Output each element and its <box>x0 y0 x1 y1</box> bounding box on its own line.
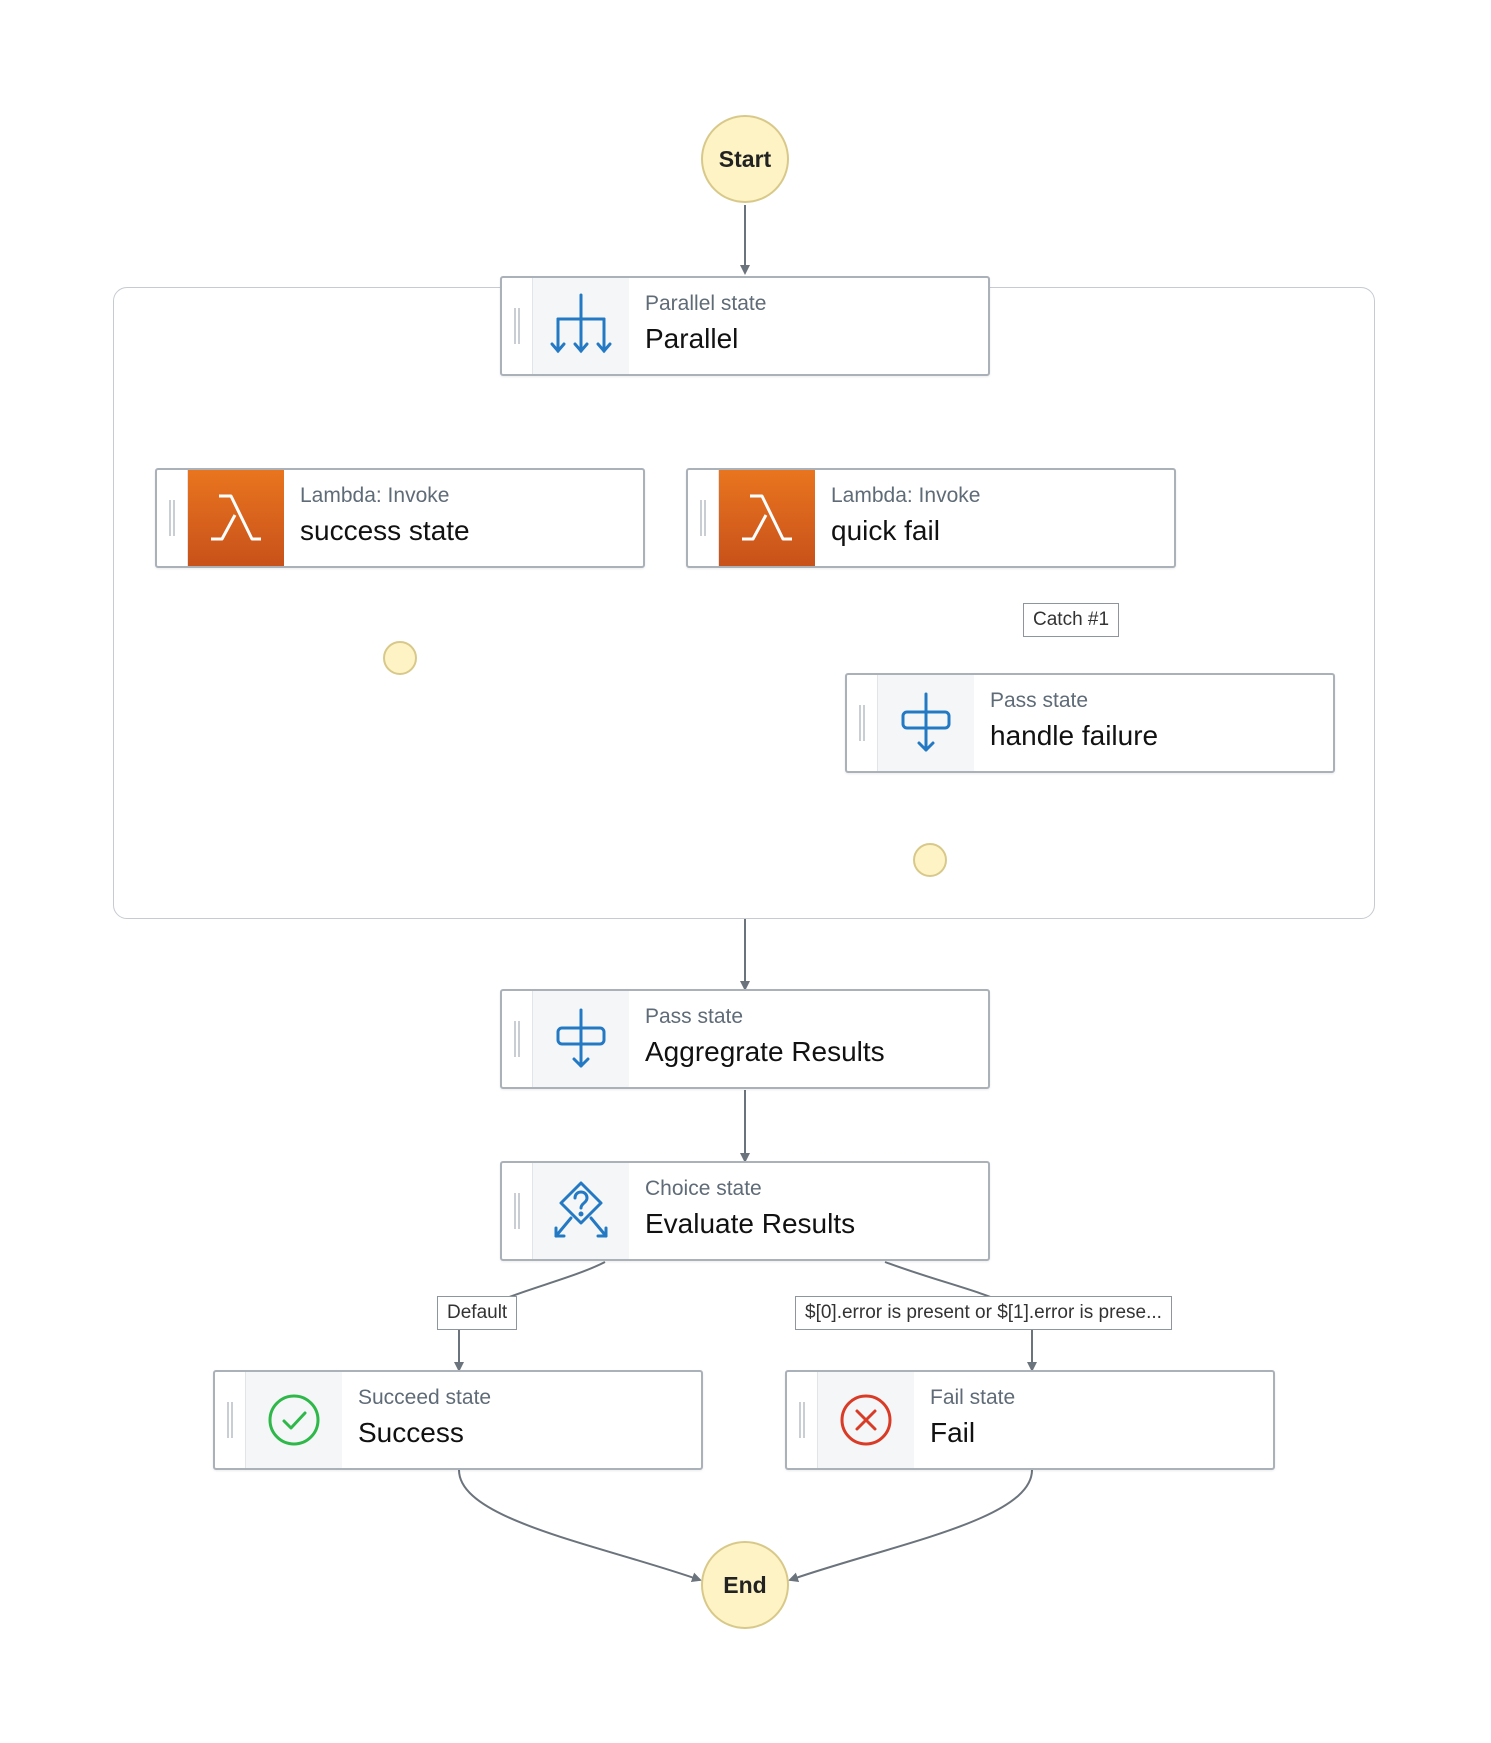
choice-icon <box>533 1163 629 1259</box>
drag-handle[interactable] <box>157 470 188 566</box>
state-handle-failure[interactable]: Pass state handle failure <box>845 673 1335 773</box>
state-type-label: Lambda: Invoke <box>831 484 981 507</box>
edge-success-end <box>458 1469 702 1583</box>
state-fail[interactable]: Fail state Fail <box>785 1370 1275 1470</box>
drag-handle[interactable] <box>688 470 719 566</box>
state-name-label: Evaluate Results <box>645 1208 856 1239</box>
state-name-label: Success <box>358 1417 464 1448</box>
drag-handle[interactable] <box>847 675 878 771</box>
lambda-icon <box>188 470 284 566</box>
state-type-label: Succeed state <box>358 1386 492 1409</box>
state-name-label: Fail <box>930 1417 976 1448</box>
end-node[interactable]: End <box>701 1541 789 1629</box>
state-aggregate-results[interactable]: Pass state Aggregrate Results <box>500 989 990 1089</box>
state-name-label: Aggregrate Results <box>645 1036 885 1067</box>
state-type-label: Lambda: Invoke <box>300 484 450 507</box>
parallel-icon <box>533 278 629 374</box>
state-name-label: handle failure <box>990 720 1159 751</box>
state-type-label: Fail state <box>930 1386 1016 1409</box>
state-type-label: Pass state <box>990 689 1089 712</box>
state-type-label: Choice state <box>645 1177 762 1200</box>
branch-end-dot <box>913 843 947 877</box>
pass-icon <box>533 991 629 1087</box>
edge-fail-end <box>788 1469 1033 1583</box>
state-quick-fail[interactable]: Lambda: Invoke quick fail <box>686 468 1176 568</box>
condition-label[interactable]: $[0].error is present or $[1].error is p… <box>795 1296 1172 1330</box>
lambda-icon <box>719 470 815 566</box>
state-type-label: Pass state <box>645 1005 744 1028</box>
drag-handle[interactable] <box>502 1163 533 1259</box>
pass-icon <box>878 675 974 771</box>
drag-handle[interactable] <box>215 1372 246 1468</box>
branch-end-dot <box>383 641 417 675</box>
state-type-label: Parallel state <box>645 292 767 315</box>
fail-icon <box>818 1372 914 1468</box>
drag-handle[interactable] <box>502 278 533 374</box>
state-name-label: Parallel <box>645 323 739 354</box>
start-node[interactable]: Start <box>701 115 789 203</box>
catch-label[interactable]: Catch #1 <box>1023 603 1120 637</box>
state-evaluate-results[interactable]: Choice state Evaluate Results <box>500 1161 990 1261</box>
succeed-icon <box>246 1372 342 1468</box>
state-success[interactable]: Succeed state Success <box>213 1370 703 1470</box>
state-parallel[interactable]: Parallel state Parallel <box>500 276 990 376</box>
default-label[interactable]: Default <box>437 1296 518 1330</box>
state-name-label: quick fail <box>831 515 940 546</box>
drag-handle[interactable] <box>502 991 533 1087</box>
drag-handle[interactable] <box>787 1372 818 1468</box>
state-success-state[interactable]: Lambda: Invoke success state <box>155 468 645 568</box>
parallel-group <box>113 287 1375 919</box>
state-name-label: success state <box>300 515 470 546</box>
